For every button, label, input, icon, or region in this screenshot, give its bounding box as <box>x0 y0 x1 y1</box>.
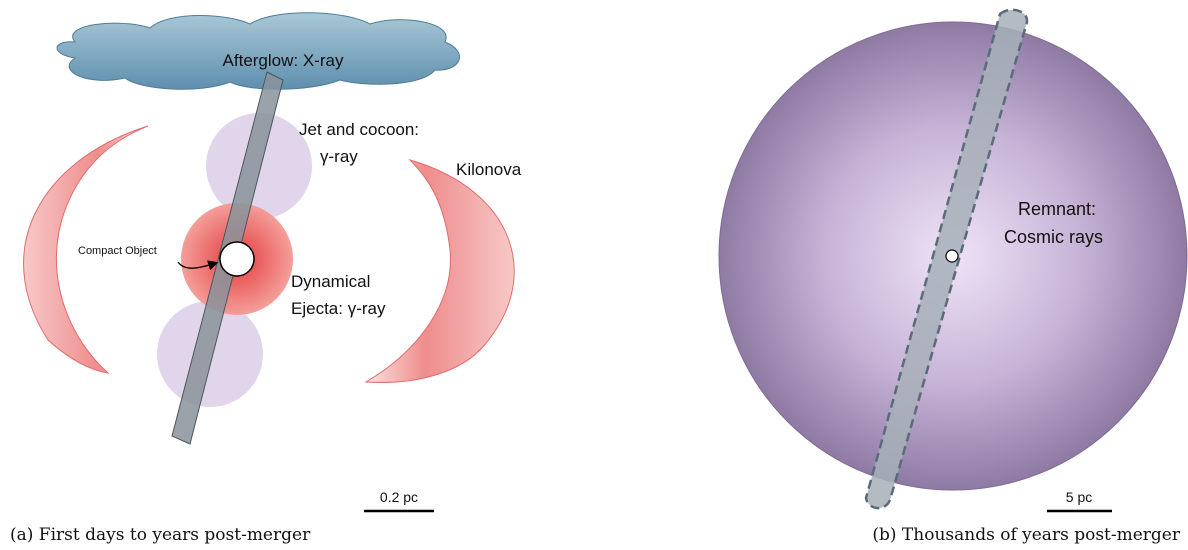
kilonova-left <box>23 125 149 374</box>
compact-object-label: Compact Object <box>78 245 157 257</box>
ejecta-label-line1: Dynamical <box>291 272 370 291</box>
panel-a: Afterglow: X-ray Kilonova Jet and cocoon… <box>10 12 522 545</box>
caption-a: (a) First days to years post-merger <box>10 525 311 545</box>
remnant-center <box>945 249 959 263</box>
compact-object-arrow <box>177 260 219 271</box>
jet-label-line1: Jet and cocoon: <box>299 120 419 139</box>
jet-label-line2: γ-ray <box>320 147 358 166</box>
kilonova-right <box>364 158 515 383</box>
panel-b: Remnant: Cosmic rays 5 pc (b) Thousands … <box>718 8 1188 545</box>
afterglow-cloud <box>56 12 460 90</box>
ejecta-label-line2: Ejecta: γ-ray <box>291 299 386 318</box>
kilonova-label: Kilonova <box>456 160 522 179</box>
scale-label-b: 5 pc <box>1066 489 1092 505</box>
remnant-label-line2: Cosmic rays <box>1004 227 1103 247</box>
scale-label-a: 0.2 pc <box>380 489 418 505</box>
remnant-label-line1: Remnant: <box>1018 199 1096 219</box>
caption-b: (b) Thousands of years post-merger <box>872 525 1180 545</box>
compact-object <box>219 241 255 277</box>
afterglow-label: Afterglow: X-ray <box>223 51 344 70</box>
